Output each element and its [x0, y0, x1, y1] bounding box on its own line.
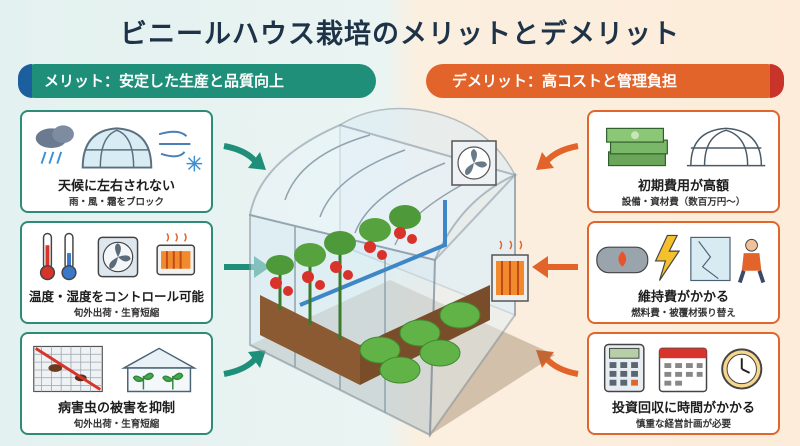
demerit-card-maintenance-icons	[596, 234, 766, 284]
fan-icon	[97, 236, 139, 278]
merit-card-pest-icons	[33, 345, 198, 393]
lettuce-plants	[359, 301, 481, 384]
merit-card-weather: 天候に左右されない 雨・風・霜をブロック	[20, 110, 213, 213]
rain-cloud-icon	[35, 125, 74, 164]
worker-icon	[737, 238, 766, 284]
demerit-arrow-1	[536, 143, 579, 170]
demerit-card-cost-icons	[606, 127, 766, 167]
demerit-card-sub: 設備・資材費（数百万円〜）	[621, 197, 746, 208]
demerit-card-sub: 燃料費・被覆材張り替え	[631, 308, 736, 319]
insect-net-icon	[33, 345, 103, 393]
sprout-house-icon	[121, 347, 198, 393]
merit-card-sub: 旬外出荷・生育短縮	[73, 308, 160, 319]
demerit-card-payback-icons	[603, 343, 763, 393]
demerit-card-title: 維持費がかかる	[637, 290, 729, 305]
merit-card-sub: 雨・風・霜をブロック	[68, 197, 164, 208]
heater-unit-icon	[491, 240, 529, 302]
tomato-plants	[266, 205, 421, 340]
merit-banner: メリット：安定した生産と品質向上	[18, 64, 376, 98]
demerit-arrow-3	[536, 350, 579, 377]
fuel-tank-icon	[596, 246, 649, 274]
demerit-arrow-2	[532, 256, 578, 278]
calculator-icon	[603, 343, 645, 393]
greenhouse-frame-icon	[686, 127, 766, 167]
heater-icon	[156, 233, 196, 276]
merit-card-sub: 旬外出荷・生育短縮	[73, 419, 160, 430]
clock-icon	[721, 348, 763, 390]
snowflake-icon	[186, 155, 203, 172]
electricity-icon	[654, 234, 681, 281]
demerit-card-title: 初期費用が高額	[637, 179, 729, 194]
merit-card-title: 温度・湿度をコントロール可能	[28, 289, 204, 304]
merit-card-pest: 病害虫の被害を抑制 旬外出荷・生育短縮	[20, 332, 213, 435]
wind-icon	[158, 130, 191, 158]
thermometer-icon	[39, 232, 77, 281]
demerit-card-initial-cost: 初期費用が高額 設備・資材費（数百万円〜）	[587, 110, 780, 213]
page-title: ビニールハウス栽培のメリットとデメリット	[120, 19, 680, 50]
demerit-card-payback: 投資回収に時間がかかる 慎重な経営計画が必要	[587, 332, 780, 435]
money-stack-icon	[606, 127, 668, 167]
torn-film-icon	[690, 236, 731, 282]
exhaust-fan-icon	[451, 140, 497, 186]
merit-card-title: 天候に左右されない	[57, 179, 175, 194]
merit-arrow-1	[223, 143, 266, 170]
merit-card-weather-icons	[35, 125, 203, 172]
merit-card-climate-icons	[39, 232, 196, 281]
greenhouse-illustration	[248, 107, 555, 439]
demerit-card-title: 投資回収に時間がかかる	[611, 401, 755, 416]
merit-card-climate-control: 温度・湿度をコントロール可能 旬外出荷・生育短縮	[20, 221, 213, 324]
merit-arrow-3	[223, 350, 266, 377]
demerit-card-maintenance: 維持費がかかる 燃料費・被覆材張り替え	[587, 221, 780, 324]
merit-card-title: 病害虫の被害を抑制	[57, 401, 175, 416]
calendar-icon	[658, 347, 708, 393]
demerit-banner: デメリット：高コストと管理負担	[426, 64, 784, 98]
demerit-card-sub: 慎重な経営計画が必要	[635, 419, 731, 430]
greenhouse-dome-icon	[81, 127, 153, 169]
